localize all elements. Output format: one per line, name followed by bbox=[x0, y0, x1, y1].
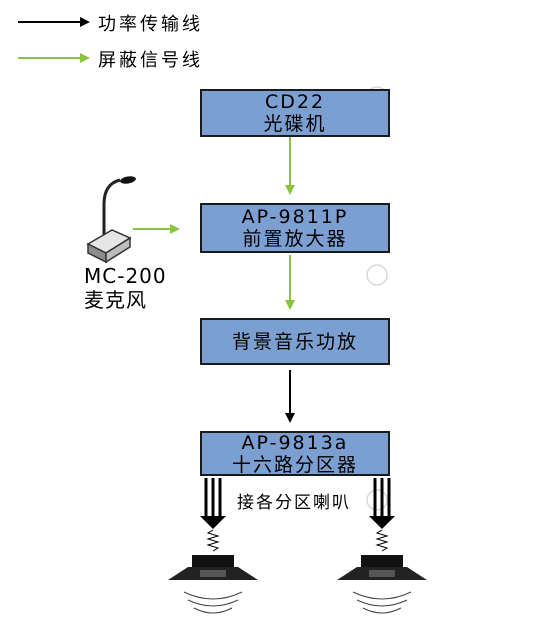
left-speaker-arrowhead bbox=[200, 516, 226, 529]
right-speaker-spring bbox=[375, 529, 389, 552]
amplifier-box: 背景音乐功放 bbox=[200, 318, 390, 365]
ceiling-speaker-icon bbox=[168, 555, 258, 614]
left-speaker-spring bbox=[206, 529, 220, 552]
legend-signal-label: 屏蔽信号线 bbox=[98, 50, 203, 71]
legend-power-label: 功率传输线 bbox=[98, 14, 203, 35]
microphone-name: 麦克风 bbox=[84, 288, 147, 312]
preamp-model: AP-9811P bbox=[241, 206, 349, 228]
zone-router-box: AP-9813a 十六路分区器 bbox=[200, 431, 390, 476]
zone-router-name: 十六路分区器 bbox=[231, 453, 358, 476]
ceiling-speaker-icon bbox=[337, 555, 427, 614]
cd-player-model: CD22 bbox=[264, 91, 326, 113]
microphone-label: MC-200 麦克风 bbox=[84, 264, 167, 312]
preamp-box: AP-9811P 前置放大器 bbox=[200, 203, 390, 253]
right-speaker-arrowhead bbox=[369, 516, 395, 529]
right-speaker-wires bbox=[373, 478, 391, 518]
speakers-label: 接各分区喇叭 bbox=[237, 493, 351, 513]
cd-player-box: CD22 光碟机 bbox=[200, 89, 390, 137]
gooseneck-microphone-icon bbox=[86, 176, 136, 264]
zone-router-model: AP-9813a bbox=[241, 431, 349, 454]
microphone-model: MC-200 bbox=[84, 264, 167, 288]
amplifier-name: 背景音乐功放 bbox=[231, 330, 358, 353]
preamp-name: 前置放大器 bbox=[242, 228, 348, 250]
cd-player-name: 光碟机 bbox=[263, 113, 327, 135]
left-speaker-wires bbox=[204, 478, 222, 518]
